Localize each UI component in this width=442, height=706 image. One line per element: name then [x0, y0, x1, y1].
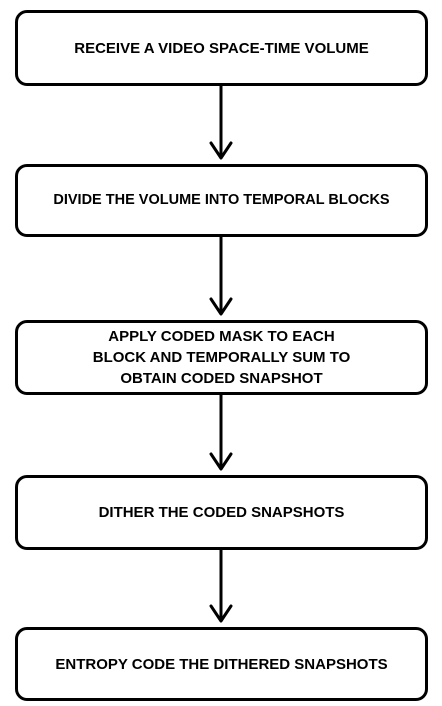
step-label: RECEIVE A VIDEO SPACE-TIME VOLUME — [74, 39, 369, 57]
arrow-1-to-2 — [209, 86, 233, 160]
arrow-3-to-4 — [209, 395, 233, 471]
arrow-4-to-5 — [209, 550, 233, 623]
arrow-2-to-3 — [209, 237, 233, 316]
step-receive-volume: RECEIVE A VIDEO SPACE-TIME VOLUME — [15, 10, 428, 86]
step-entropy-code: ENTROPY CODE THE DITHERED SNAPSHOTS — [15, 627, 428, 701]
step-label: DIVIDE THE VOLUME INTO TEMPORAL BLOCKS — [53, 192, 390, 208]
step-label: DITHER THE CODED SNAPSHOTS — [98, 504, 345, 521]
step-apply-coded-mask: APPLY CODED MASK TO EACH BLOCK AND TEMPO… — [15, 320, 428, 395]
step-label: ENTROPY CODE THE DITHERED SNAPSHOTS — [55, 655, 388, 673]
step-label: APPLY CODED MASK TO EACH BLOCK AND TEMPO… — [92, 328, 351, 387]
step-dither-snapshots: DITHER THE CODED SNAPSHOTS — [15, 475, 428, 550]
step-divide-blocks: DIVIDE THE VOLUME INTO TEMPORAL BLOCKS — [15, 164, 428, 237]
